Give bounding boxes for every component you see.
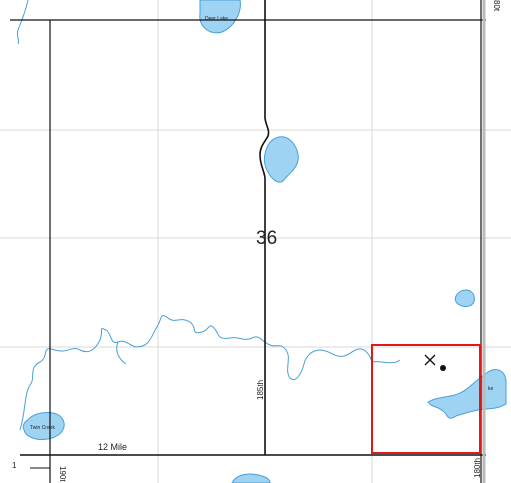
stream-branch [116,341,127,365]
stream-main [19,315,373,431]
lakes [22,0,507,483]
east-edge-lake [427,369,507,419]
x-mark-icon[interactable] [424,354,436,366]
dot-icon[interactable] [440,365,446,371]
road-185th [259,0,270,455]
stream-inside-box [371,359,401,364]
section-number-label: 36 [256,228,277,249]
road-12-mile-label: 12 Mile [98,442,127,452]
road-180th-top-label: 80t [492,0,501,12]
bottom-lake-fragment [231,473,271,483]
stream-top-left [16,0,29,45]
left-edge-road-label: 1 [12,461,17,470]
deer-lake [199,0,241,34]
road-190th-label: 190t [58,466,67,482]
east-lake-label-fragment: ke [488,386,494,392]
streams [16,0,401,431]
twin-creek-lake [22,412,65,441]
road-185th-label: 185th [256,380,265,400]
selection-highlight-box[interactable] [371,344,481,454]
road-180th-bottom-label: 180th [473,458,482,478]
deer-lake-label: Deer Lake [205,16,228,22]
center-lake [263,136,299,183]
small-east-lake [454,289,475,307]
twin-creek-label: Twin Creek [30,425,56,431]
